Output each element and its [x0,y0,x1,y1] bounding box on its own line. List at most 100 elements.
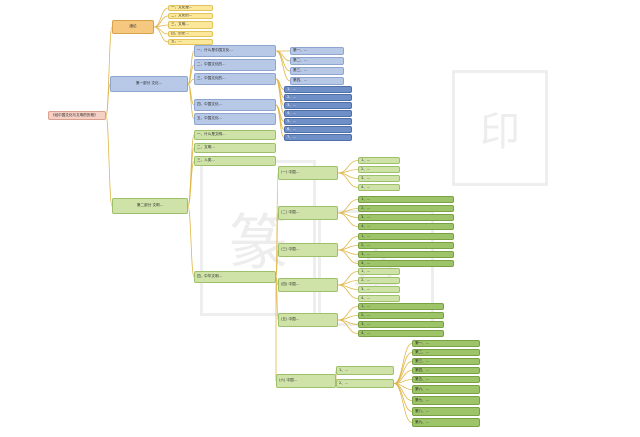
section-3[interactable]: (三) 中国... [278,243,338,257]
section-2[interactable]: (二) 中国... [278,206,338,220]
intro-item-5[interactable]: 五、... [168,39,213,45]
section-6-leaf-2-label: 第二、... [415,349,430,354]
part1-sub-b-3-label: 3、... [287,102,297,107]
section-2-leaf-4[interactable]: 4、... [358,223,454,230]
intro-item-5-label: 五、... [171,39,182,44]
section-6-leaf-4[interactable]: 第四、... [412,367,480,374]
section-6-leaf-6[interactable]: 第六、... [412,385,480,394]
section-6-leaf-3[interactable]: 第三、... [412,358,480,365]
part1-sub-b-1[interactable]: 1、... [284,86,352,93]
part2-node[interactable]: 第二部分 文明... [112,198,188,214]
section-6[interactable]: (六) 中国... [276,374,336,388]
part2-item-4[interactable]: 四、中华文明... [194,271,276,283]
intro-item-2[interactable]: 二、文化的... [168,13,213,19]
section-3-leaf-3[interactable]: 3、... [358,251,454,258]
section-5-leaf-2[interactable]: 2、... [358,312,444,319]
section-6-leaf-9[interactable]: 第九、... [412,418,480,427]
connector-line [275,104,285,130]
part1-sub-a-4[interactable]: 第四、... [290,77,344,85]
section-6-leaf-1-label: 第一、... [415,340,430,345]
section-5[interactable]: (五) 中国... [278,313,338,327]
section-6-label: (六) 中国... [279,378,298,383]
connector-line [393,343,413,384]
part1-sub-a-2[interactable]: 第二、... [290,57,344,65]
part2-item-3[interactable]: 三、人类... [194,156,276,166]
part1-sub-b-1-label: 1、... [287,86,297,91]
section-6-leaf-6-label: 第六、... [415,386,430,391]
part1-item-3[interactable]: 三、中国文化的... [194,73,276,85]
part1-sub-b-2[interactable]: 2、... [284,94,352,101]
part2-item-1[interactable]: 一、什么是文明... [194,130,276,140]
intro-item-3[interactable]: 三、文明... [168,21,213,29]
section-1-leaf-2[interactable]: 2、... [358,166,400,173]
connector-line [105,83,111,116]
section-2-leaf-1[interactable]: 1、... [358,196,454,203]
section-4-leaf-3[interactable]: 3、... [358,286,400,293]
intro-item-3-label: 三、文明... [171,22,189,27]
part1-sub-a-3[interactable]: 第三、... [290,67,344,75]
part1-item-5-label: 五、中国文化... [197,116,222,121]
section-2-leaf-2[interactable]: 2、... [358,205,454,212]
section-3-leaf-2[interactable]: 2、... [358,242,454,249]
section-1-leaf-3[interactable]: 3、... [358,175,400,182]
part1-sub-b-4[interactable]: 4、... [284,110,352,117]
section-1-leaf-1[interactable]: 1、... [358,157,400,164]
section-4-leaf-2[interactable]: 2、... [358,277,400,284]
part1-item-1[interactable]: 一、什么是中国文化... [194,45,276,57]
section-5-leaf-4[interactable]: 4、... [358,330,444,337]
part1-sub-b-5[interactable]: 5、... [284,118,352,125]
section-3-leaf-1-label: 1、... [361,233,371,238]
section-6-leaf-7[interactable]: 第七、... [412,396,480,405]
part1-item-2-label: 二、中国文化的... [197,62,226,67]
part1-sub-b-6[interactable]: 6、... [284,126,352,133]
section-3-leaf-2-label: 2、... [361,242,371,247]
connector-line [393,352,413,384]
section-5-label: (五) 中国... [281,317,300,322]
section-3-leaf-1[interactable]: 1、... [358,233,454,240]
part1-sub-b-7-label: 7、... [287,134,297,139]
part2-label: 第二部分 文明... [136,203,164,208]
section-6-leaf-9-label: 第九、... [415,419,430,424]
part1-sub-a-1[interactable]: 第一、... [290,47,344,55]
part1-item-4[interactable]: 四、中国文化... [194,99,276,111]
section-6-leaf-1[interactable]: 第一、... [412,340,480,347]
intro-item-4[interactable]: 四、历史... [168,31,213,37]
section-2-leaf-3[interactable]: 3、... [358,214,454,221]
section-6-leaf-8[interactable]: 第八、... [412,407,480,416]
section-3-leaf-4[interactable]: 4、... [358,260,454,267]
section-1[interactable]: (一) 中国... [278,166,338,180]
connector-line [337,169,359,174]
section-6-leaf-4-label: 第四、... [415,367,430,372]
part1-item-5[interactable]: 五、中国文化... [194,113,276,125]
part2-item-4-label: 四、中华文明... [197,274,222,279]
intro-node[interactable]: 绪论 [112,20,154,34]
connector-line [275,104,285,138]
section-6-mid-1[interactable]: 1、... [336,366,394,375]
root-node[interactable]: 《经中国文化与文明的历程》 [48,111,106,120]
section-4-leaf-1[interactable]: 1、... [358,268,400,275]
section-1-leaf-1-label: 1、... [361,157,371,162]
connector-line [275,249,279,278]
root-label: 《经中国文化与文明的历程》 [51,112,98,117]
section-4-leaf-4[interactable]: 4、... [358,295,400,302]
connector-line [187,160,195,207]
intro-item-1[interactable]: 一、文化是... [168,5,213,11]
connector-line [337,319,359,334]
connector-line [153,26,169,43]
section-6-mid-2[interactable]: 2、... [336,379,394,388]
section-5-leaf-1[interactable]: 1、... [358,303,444,310]
part1-item-2[interactable]: 二、中国文化的... [194,59,276,71]
connector-line [337,249,359,264]
section-1-leaf-3-label: 3、... [361,175,371,180]
part2-item-2[interactable]: 二、文明... [194,143,276,153]
section-1-leaf-4[interactable]: 4、... [358,184,400,191]
section-6-leaf-5[interactable]: 第五、... [412,376,480,383]
part1-item-4-label: 四、中国文化... [197,102,222,107]
section-5-leaf-3[interactable]: 3、... [358,321,444,328]
part1-sub-b-7[interactable]: 7、... [284,134,352,141]
connector-line [275,50,291,72]
section-6-leaf-2[interactable]: 第二、... [412,349,480,356]
part1-node[interactable]: 第一部分 文化... [110,76,188,92]
part1-sub-b-3[interactable]: 3、... [284,102,352,109]
section-4[interactable]: (四) 中国... [278,278,338,292]
